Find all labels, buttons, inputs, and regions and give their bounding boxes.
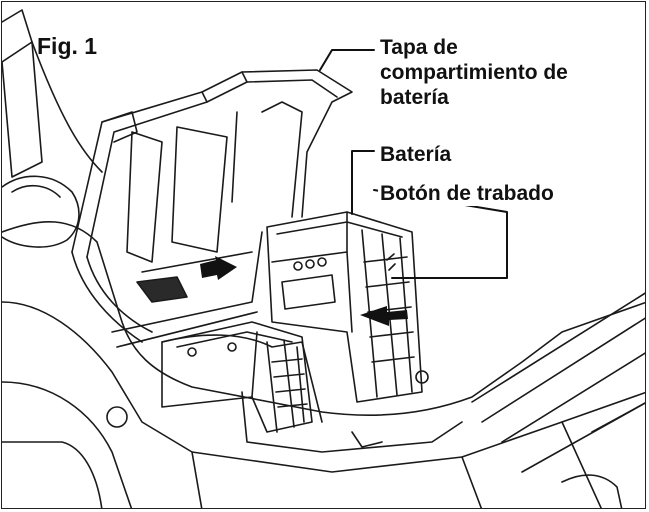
callout-lid: Tapa de compartimiento de batería [378,35,570,110]
arrow-lid-latch [200,256,237,280]
lid-leader [319,49,375,71]
callout-lock-button: Botón de trabado [378,181,556,206]
battery-lid [71,69,353,343]
callout-lid-line2: compartimiento de [380,61,568,84]
figure-label: Fig. 1 [37,33,98,59]
callout-lid-line1: Tapa de [380,36,458,59]
battery-leader [351,150,375,215]
arrow-lock-button [360,306,408,326]
upper-battery [266,211,423,403]
mower-body [2,220,645,508]
callout-lid-line3: batería [380,86,449,109]
lower-battery [161,321,313,433]
push-arrows [200,256,408,326]
callout-battery: Batería [378,142,454,167]
right-handle [471,292,645,508]
handle-tube [2,9,103,248]
